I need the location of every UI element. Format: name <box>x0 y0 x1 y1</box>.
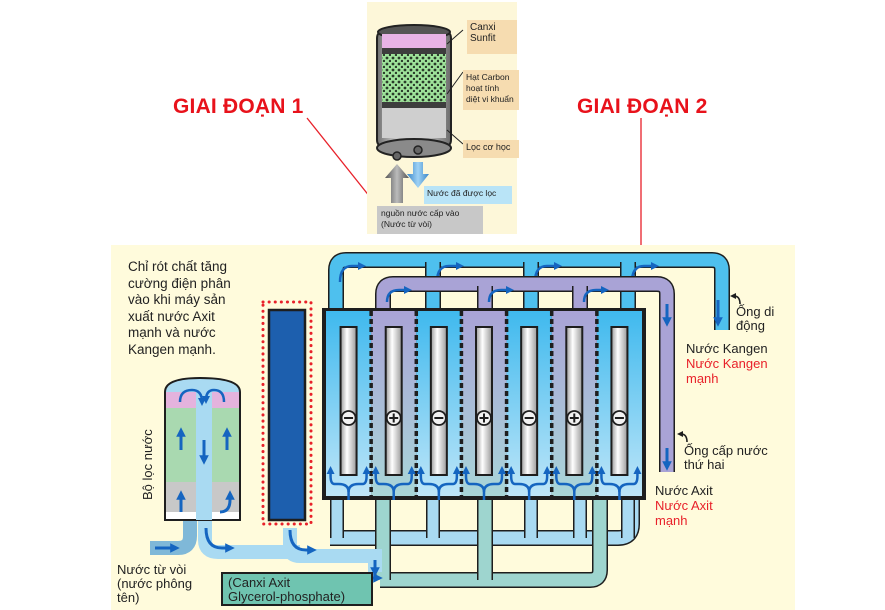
acid-manifold <box>375 276 675 472</box>
flow-arrow <box>437 465 461 493</box>
callout-source-water: nguồn nước cấp vào(Nước từ vòi) <box>377 206 483 234</box>
flow-arrow <box>618 465 642 493</box>
callout-filtered-water: Nước đã được lọc <box>424 186 512 204</box>
filter-label: Bộ lọc nước <box>140 429 155 500</box>
acid-water-label: Nước Axit <box>655 483 713 498</box>
stage-2-label: GIAI ĐOẠN 2 <box>577 95 708 118</box>
anode-electrode <box>384 326 403 476</box>
mechanical-filter-layer <box>382 108 446 138</box>
additive-chamber-outline <box>261 300 313 526</box>
cathode-electrode <box>610 326 629 476</box>
outlet-arrow <box>407 162 429 188</box>
kangen-water-label: Nước Kangen <box>686 341 768 356</box>
canxi-sunfit-layer <box>382 34 446 48</box>
callout-loc-co-hoc: Lọc cơ học <box>463 140 519 158</box>
cell-membranes <box>369 311 599 496</box>
water-filter <box>164 376 241 521</box>
inlet-piping <box>150 518 383 583</box>
inlet-arrow <box>385 164 409 203</box>
cathode-electrode <box>339 326 358 476</box>
electrodes <box>339 326 629 476</box>
carbon-layer <box>382 54 446 104</box>
cartridge-illustration <box>376 24 464 203</box>
flow-arrow <box>573 465 597 493</box>
flow-arrow <box>527 465 552 493</box>
anode-electrode <box>475 326 493 476</box>
bottom-manifold <box>330 498 640 588</box>
cathode-electrode <box>429 326 448 476</box>
cell-flow-arrows <box>326 465 642 500</box>
electrolysis-cell <box>322 308 646 500</box>
acid-output-labels: Nước Axit Nước Axit mạnh <box>655 483 713 528</box>
additive-box <box>221 572 373 606</box>
anode-electrode <box>565 326 584 476</box>
stage-1-connector <box>306 117 371 198</box>
flow-arrow <box>482 465 507 493</box>
kangen-output-labels: Nước Kangen Nước Kangen mạnh <box>686 341 768 386</box>
strong-acid-label: Nước Axit <box>655 498 713 513</box>
flow-arrow <box>392 465 416 493</box>
stage-1-label: GIAI ĐOẠN 1 <box>173 95 304 118</box>
flow-arrow <box>347 465 371 493</box>
cathode-electrode <box>520 326 539 476</box>
additive-chamber <box>267 308 307 522</box>
strong-kangen-label: Nước Kangen <box>686 356 768 371</box>
